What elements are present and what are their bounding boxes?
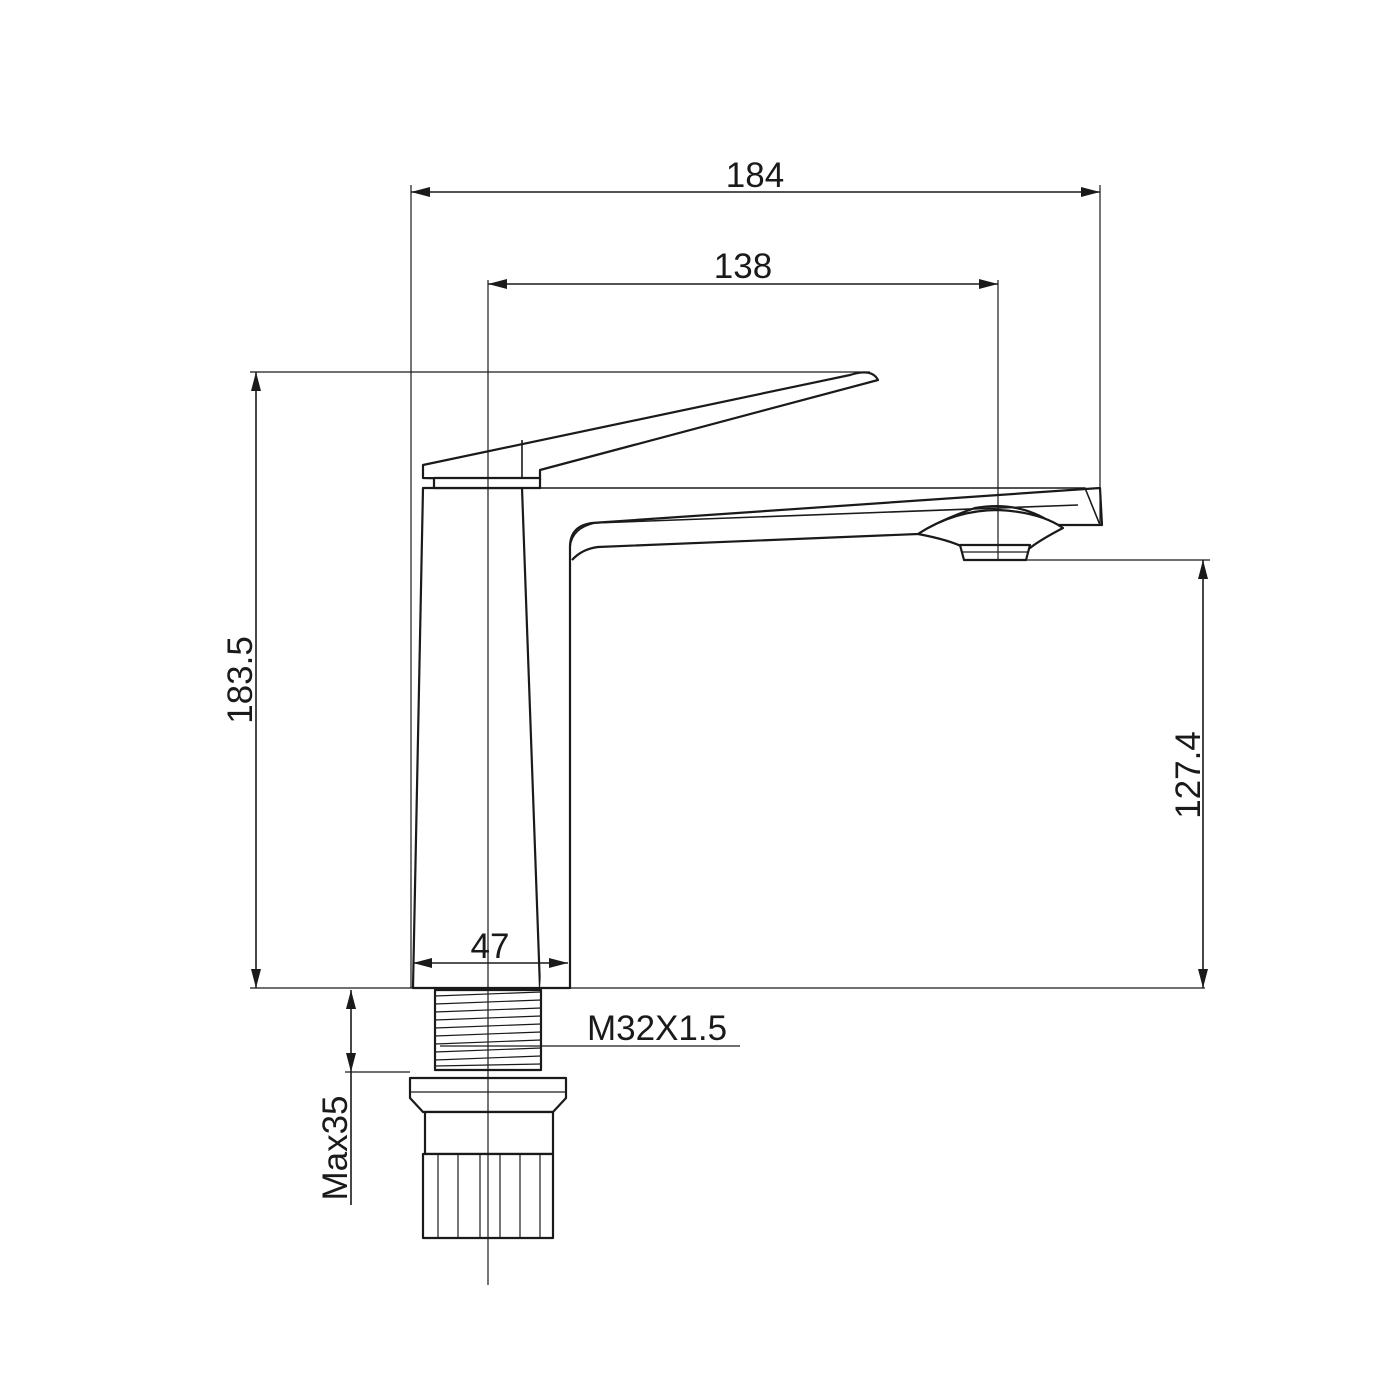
- handle-base-ring: [432, 476, 542, 490]
- dimension-overall-length: 184: [410, 156, 1101, 988]
- faucet-column: [411, 486, 542, 990]
- dimension-overall-height: 183.5: [221, 371, 1205, 989]
- dimension-label-overall-height: 183.5: [221, 636, 260, 724]
- aerator-housing: [916, 508, 1065, 550]
- handle-lever: [421, 371, 880, 482]
- dimension-label-spout-reach: 138: [714, 247, 772, 286]
- dimension-base-diameter: 47: [413, 927, 568, 968]
- dimension-label-spout-height: 127.4: [1169, 731, 1208, 819]
- dimension-spout-reach: 138: [488, 247, 999, 560]
- dimension-label-thread: M32X1.5: [587, 1009, 727, 1048]
- dimension-label-base-diameter: 47: [471, 927, 510, 966]
- dimension-label-max-deck-thickness: Max35: [316, 1095, 355, 1200]
- faucet-column-front: [540, 486, 1104, 990]
- dimension-max-deck-thickness: Max35: [316, 990, 410, 1205]
- faucet-body: [411, 486, 1104, 990]
- dimension-spout-height: 127.4: [1010, 559, 1210, 988]
- dimension-thread: M32X1.5: [440, 1009, 740, 1048]
- dimension-label-overall-length: 184: [726, 156, 784, 195]
- faucet-handle: [421, 371, 880, 490]
- spout-underside: [569, 504, 1079, 548]
- spout-top-edge: [423, 487, 1101, 526]
- stem-sleeve: [423, 1110, 555, 1156]
